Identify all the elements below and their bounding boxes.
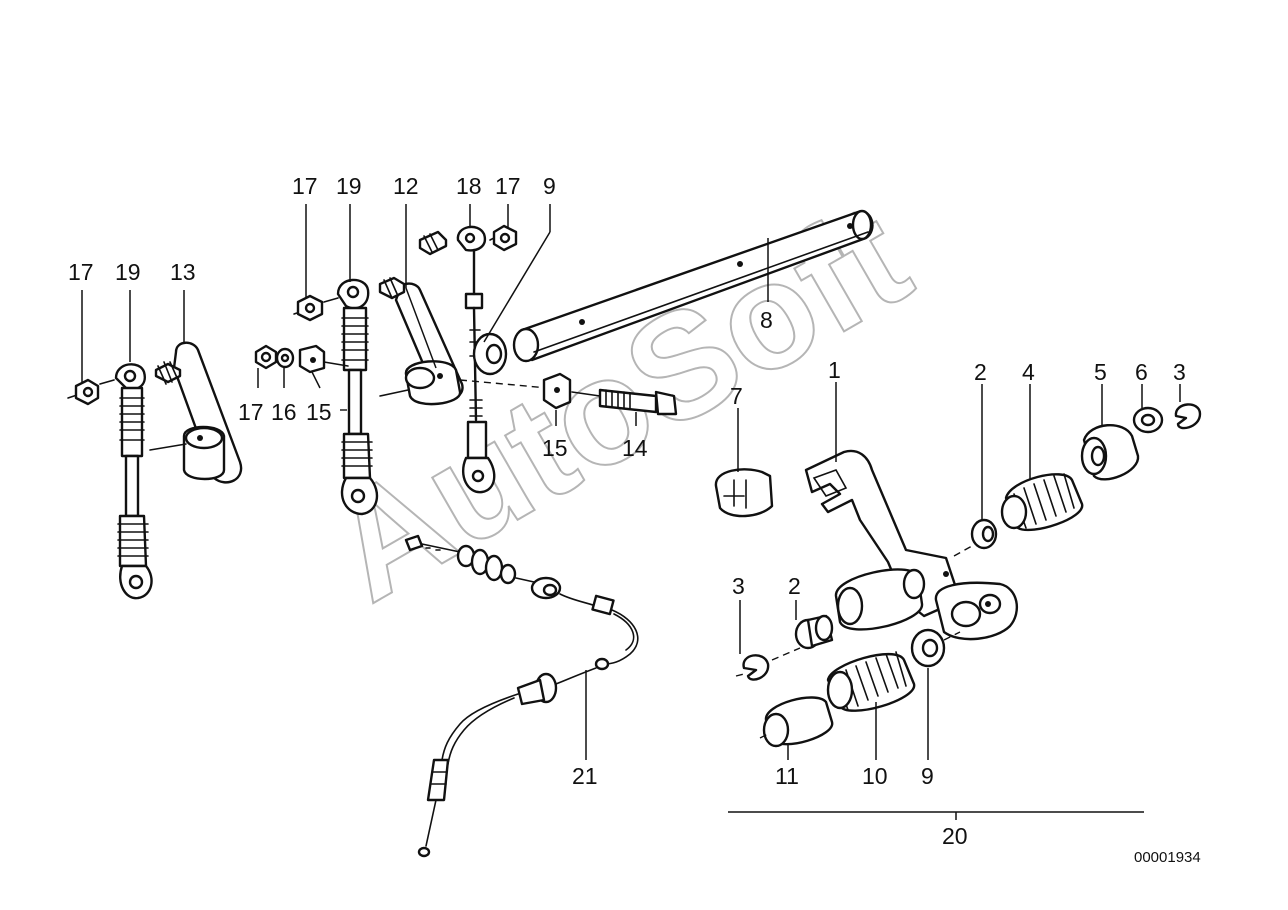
callout-18: 18 [456, 173, 482, 199]
callout-20: 20 [942, 823, 968, 849]
callout-3: 3 [1173, 359, 1186, 385]
callout-labels: 17 19 13 17 19 12 18 17 9 8 17 16 15 15 … [68, 173, 1186, 849]
callout-7: 7 [730, 383, 743, 409]
pedal-assembly [735, 403, 1202, 748]
center-linkage [293, 224, 518, 516]
callout-10: 10 [862, 763, 888, 789]
clip-7 [714, 468, 774, 518]
callout-17: 17 [292, 173, 318, 199]
diagram-code: 00001934 [1134, 849, 1201, 866]
callout-9: 9 [543, 173, 556, 199]
callout-17: 17 [495, 173, 521, 199]
small-hardware [254, 344, 678, 416]
callout-17: 17 [238, 399, 264, 425]
callout-16: 16 [271, 399, 297, 425]
callout-2: 2 [974, 359, 987, 385]
callout-6: 6 [1135, 359, 1148, 385]
shaft-8 [512, 209, 874, 363]
callout-4: 4 [1022, 359, 1035, 385]
callout-14: 14 [622, 435, 648, 461]
clip-3-left [742, 654, 770, 681]
callout-11: 11 [775, 763, 799, 789]
callout-8: 8 [760, 307, 773, 333]
callout-13: 13 [170, 259, 196, 285]
leader-lines [81, 204, 1181, 820]
callout-19: 19 [336, 173, 362, 199]
callout-15: 15 [542, 435, 568, 461]
callout-9: 9 [921, 763, 934, 789]
left-linkage [67, 341, 243, 600]
cable-21 [404, 534, 639, 858]
callout-5: 5 [1094, 359, 1107, 385]
bolt-14 [598, 388, 658, 414]
callout-2: 2 [788, 573, 801, 599]
callout-19: 19 [115, 259, 141, 285]
callout-17: 17 [68, 259, 94, 285]
callout-12: 12 [393, 173, 419, 199]
clip-3-right [1174, 403, 1202, 430]
callout-1: 1 [828, 357, 841, 383]
callout-21: 21 [572, 763, 598, 789]
callout-3: 3 [732, 573, 745, 599]
callout-15: 15 [306, 399, 332, 425]
